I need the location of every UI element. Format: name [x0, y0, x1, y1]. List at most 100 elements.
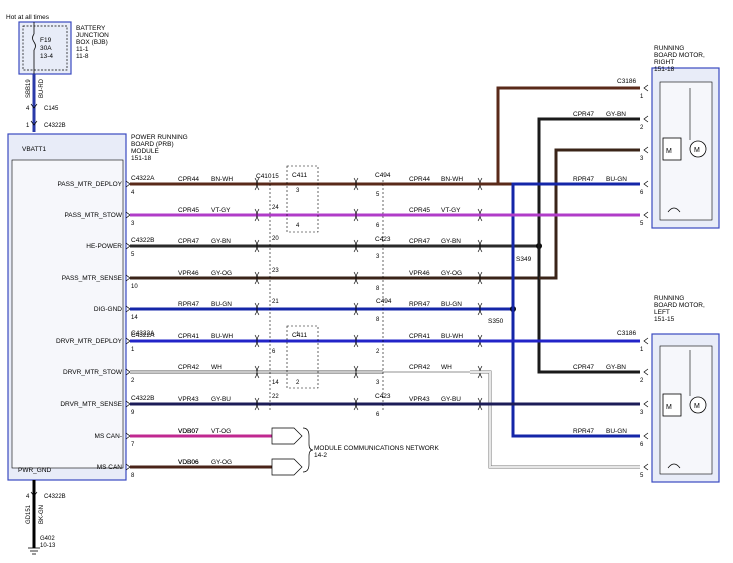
twist-mark-icon — [353, 208, 359, 222]
mid-connector-pin: 6 — [376, 223, 380, 229]
module-pin-number: 2 — [131, 378, 135, 384]
pin-arrow-icon — [643, 463, 649, 471]
wire-color-left: WH — [211, 364, 222, 371]
twist-mark-icon — [254, 208, 260, 222]
motor-left-title3: LEFT — [654, 309, 670, 316]
c423-top-label: C423 — [375, 236, 391, 243]
motor-right-symbol: M M — [662, 88, 707, 213]
ground-pin-4: 4 — [26, 494, 30, 500]
c145-connector-icon — [30, 103, 38, 109]
svg-text:M: M — [666, 148, 672, 155]
motor-left-ref: 151-15 — [654, 316, 675, 323]
prb-module-inner — [11, 159, 124, 469]
feed-wire-color: BU-RD — [39, 78, 45, 98]
pin-arrow-icon — [643, 115, 649, 123]
twist-mark-icon — [254, 271, 260, 285]
ground-connector-label: C4322B — [44, 494, 66, 500]
mid-connector-pin: 3 — [376, 254, 380, 260]
module-pin-label: PASS_MTR_STOW — [64, 212, 122, 219]
motor-right-pin: 5 — [640, 221, 644, 227]
module-title-ref: 151-18 — [131, 155, 152, 162]
hot-at-all-times-label: Hot at all times — [6, 14, 50, 21]
network-label: MODULE COMMUNICATIONS NETWORK — [314, 445, 439, 452]
twist-mark-icon — [477, 239, 483, 253]
route-cpr47-right — [537, 117, 640, 246]
fuse-icon — [32, 33, 36, 51]
twist-mark-icon — [254, 177, 260, 191]
mid-connector-pin: 3 — [376, 380, 380, 386]
twist-mark-icon — [477, 271, 483, 285]
ground-symbol-icon — [28, 547, 40, 555]
wire-color-right: GY-BN — [441, 238, 461, 245]
module-pin-number: 9 — [131, 410, 135, 416]
motor-left-title1: RUNNING — [654, 295, 684, 302]
wire-id-left: VDB07 — [178, 428, 199, 435]
twist-mark-icon — [353, 271, 359, 285]
module-title-line3: MODULE — [131, 148, 159, 155]
module-pin-number: 5 — [131, 252, 135, 258]
motor-left-wire-color: GY-BN — [606, 364, 626, 371]
wire-id-left: CPR41 — [178, 333, 199, 340]
twist-mark-icon — [353, 239, 359, 253]
wire-id-can: VDB07 — [178, 428, 199, 435]
wire-id-right: CPR45 — [409, 207, 430, 214]
wire-color-left: GY-BN — [211, 238, 231, 245]
motor-left-connector: C3186 — [617, 330, 637, 337]
wire-id-right: RPR47 — [409, 301, 430, 308]
route-rpr47-right — [511, 182, 640, 309]
twist-mark-icon — [477, 302, 483, 316]
fuse-rating: 30A — [40, 45, 52, 52]
wire-color-right: BN-WH — [441, 176, 463, 183]
ms-can-minus-arrow — [271, 427, 303, 445]
pin-arrow-icon — [643, 400, 649, 408]
wire-id-left: CPR45 — [178, 207, 199, 214]
motor-right-wire-color: GY-BN — [606, 111, 626, 118]
c410-pin: 6 — [272, 349, 276, 355]
module-pin-number: 1 — [131, 347, 135, 353]
twist-mark-icon — [254, 239, 260, 253]
module-pin-number: 8 — [131, 473, 135, 479]
c411-bottom-label: C411 — [292, 332, 307, 339]
module-pin-number: 3 — [131, 221, 135, 227]
c410-pin: 21 — [272, 299, 279, 305]
module-pin-label: DRVR_MTR_SENSE — [60, 401, 122, 408]
wire-id-right: CPR47 — [409, 238, 430, 245]
pwr-gnd-label: PWR_GND — [18, 467, 52, 474]
module-pin-label: MS CAN — [97, 464, 123, 471]
pin-arrow-icon — [643, 180, 649, 188]
module-pin-number: 7 — [131, 442, 135, 448]
motor-right-wire-color: BU-GN — [606, 176, 627, 183]
twist-mark-icon — [353, 334, 359, 348]
motor-right-pin: 3 — [640, 156, 644, 162]
c410-pin: 24 — [272, 205, 279, 211]
bjb-title-line2: JUNCTION — [76, 32, 109, 39]
feed-circuit-id: SBB19 — [26, 79, 32, 98]
module-title-line2: BOARD (PRB) — [131, 141, 174, 148]
c411-pin: 1 — [296, 332, 300, 338]
wire-color-left: GY-OG — [211, 270, 232, 277]
module-pin-connector: C4322B — [131, 237, 155, 244]
motor-left-wire-color: BU-GN — [606, 428, 627, 435]
module-pin-connector: C4322B — [131, 395, 155, 402]
module-pin-number: 10 — [131, 284, 138, 290]
route-rpr47-left — [511, 309, 640, 438]
splice-s349-label: S349 — [516, 256, 532, 263]
c411-pin: 4 — [296, 223, 300, 229]
ground-connector-icon — [30, 491, 38, 497]
c423-bottom-label: C423 — [375, 393, 391, 400]
wire-id-left: RPR47 — [178, 301, 199, 308]
ground-wire-color: BK-GN — [39, 505, 45, 524]
ground-ref: 10-13 — [40, 543, 56, 549]
wire-color-left: VT-GY — [211, 207, 231, 214]
feed-pin-4: 4 — [26, 106, 30, 112]
module-title-line1: POWER RUNNING — [131, 134, 188, 141]
wire-color-left: VT-OG — [211, 428, 231, 435]
wire-color-left: GY-OG — [211, 459, 232, 466]
pin-arrow-icon — [643, 84, 649, 92]
wire-color-right: WH — [441, 364, 452, 371]
c410-label: C410 — [256, 173, 272, 180]
wire-id-left: CPR42 — [178, 364, 199, 371]
wire-color-right: VT-GY — [441, 207, 461, 214]
wire-id-right: CPR41 — [409, 333, 430, 340]
